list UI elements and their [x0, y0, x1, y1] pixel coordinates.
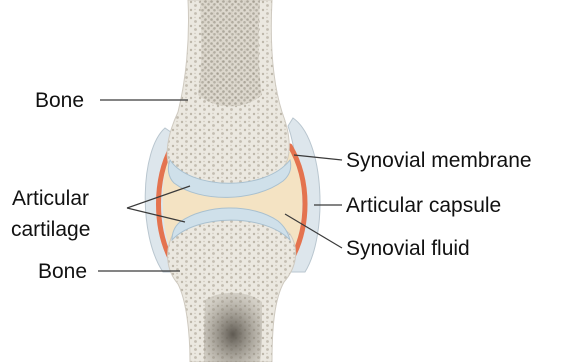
label-bone-bottom: Bone: [38, 259, 87, 284]
label-articular-cartilage-line2: cartilage: [11, 217, 90, 242]
lower-bone-marrow: [204, 293, 262, 362]
label-synovial-fluid: Synovial fluid: [346, 236, 470, 261]
label-synovial-membrane: Synovial membrane: [346, 148, 532, 173]
label-articular-capsule: Articular capsule: [346, 193, 501, 218]
label-bone-top: Bone: [35, 88, 84, 113]
label-articular-cartilage-line1: Articular: [12, 186, 89, 211]
upper-bone-dense-core: [198, 0, 262, 106]
